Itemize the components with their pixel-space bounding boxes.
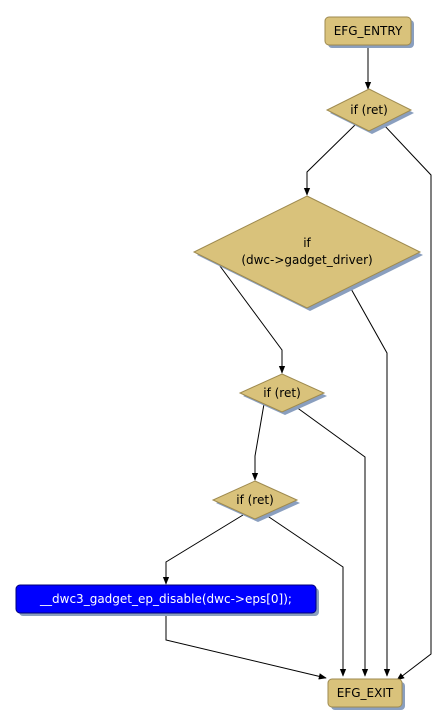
node-box (211, 480, 299, 520)
node-if-ret-3[interactable]: if (ret) (211, 480, 300, 522)
node-label: if (ret) (263, 386, 301, 400)
edge-if-ret-1-to-if-gadget (303, 123, 357, 196)
node-label: EFG_ENTRY (334, 24, 403, 38)
node-efg-exit[interactable]: EFG_EXIT (327, 678, 405, 710)
node-label: EFG_EXIT (337, 686, 394, 700)
node-if-ret-1[interactable]: if (ret) (325, 88, 414, 134)
edge-if-ret-3-to-exit (265, 514, 347, 677)
node-box (15, 584, 317, 614)
edge-if-ret-2-to-if-ret-3 (251, 403, 265, 481)
node-label-line1: if (303, 236, 311, 250)
edge-if-ret-1-to-exit (382, 123, 432, 681)
edge-if-gadget-to-if-ret-2 (216, 261, 286, 374)
node-box (327, 678, 403, 708)
edge-if-ret-2-to-exit (291, 403, 369, 677)
edge-if-ret-3-to-call (162, 514, 244, 585)
node-ep-disable-call[interactable]: __dwc3_gadget_ep_disable(dwc->eps[0]); (15, 584, 319, 616)
node-if-ret-2[interactable]: if (ret) (238, 373, 327, 415)
node-label-line2: (dwc->gadget_driver) (241, 253, 372, 267)
node-label: if (ret) (236, 493, 274, 507)
edge-call-to-exit (165, 612, 327, 680)
node-box (325, 88, 413, 132)
node-box (192, 195, 422, 309)
node-efg-entry[interactable]: EFG_ENTRY (324, 16, 414, 48)
node-box (324, 16, 412, 46)
node-if-gadget-driver[interactable]: if (dwc->gadget_driver) (192, 195, 423, 311)
edges (162, 46, 432, 681)
node-label: if (ret) (350, 103, 388, 117)
edge-if-gadget-to-exit (349, 286, 391, 677)
node-label: __dwc3_gadget_ep_disable(dwc->eps[0]); (39, 592, 292, 606)
node-box (238, 373, 326, 413)
